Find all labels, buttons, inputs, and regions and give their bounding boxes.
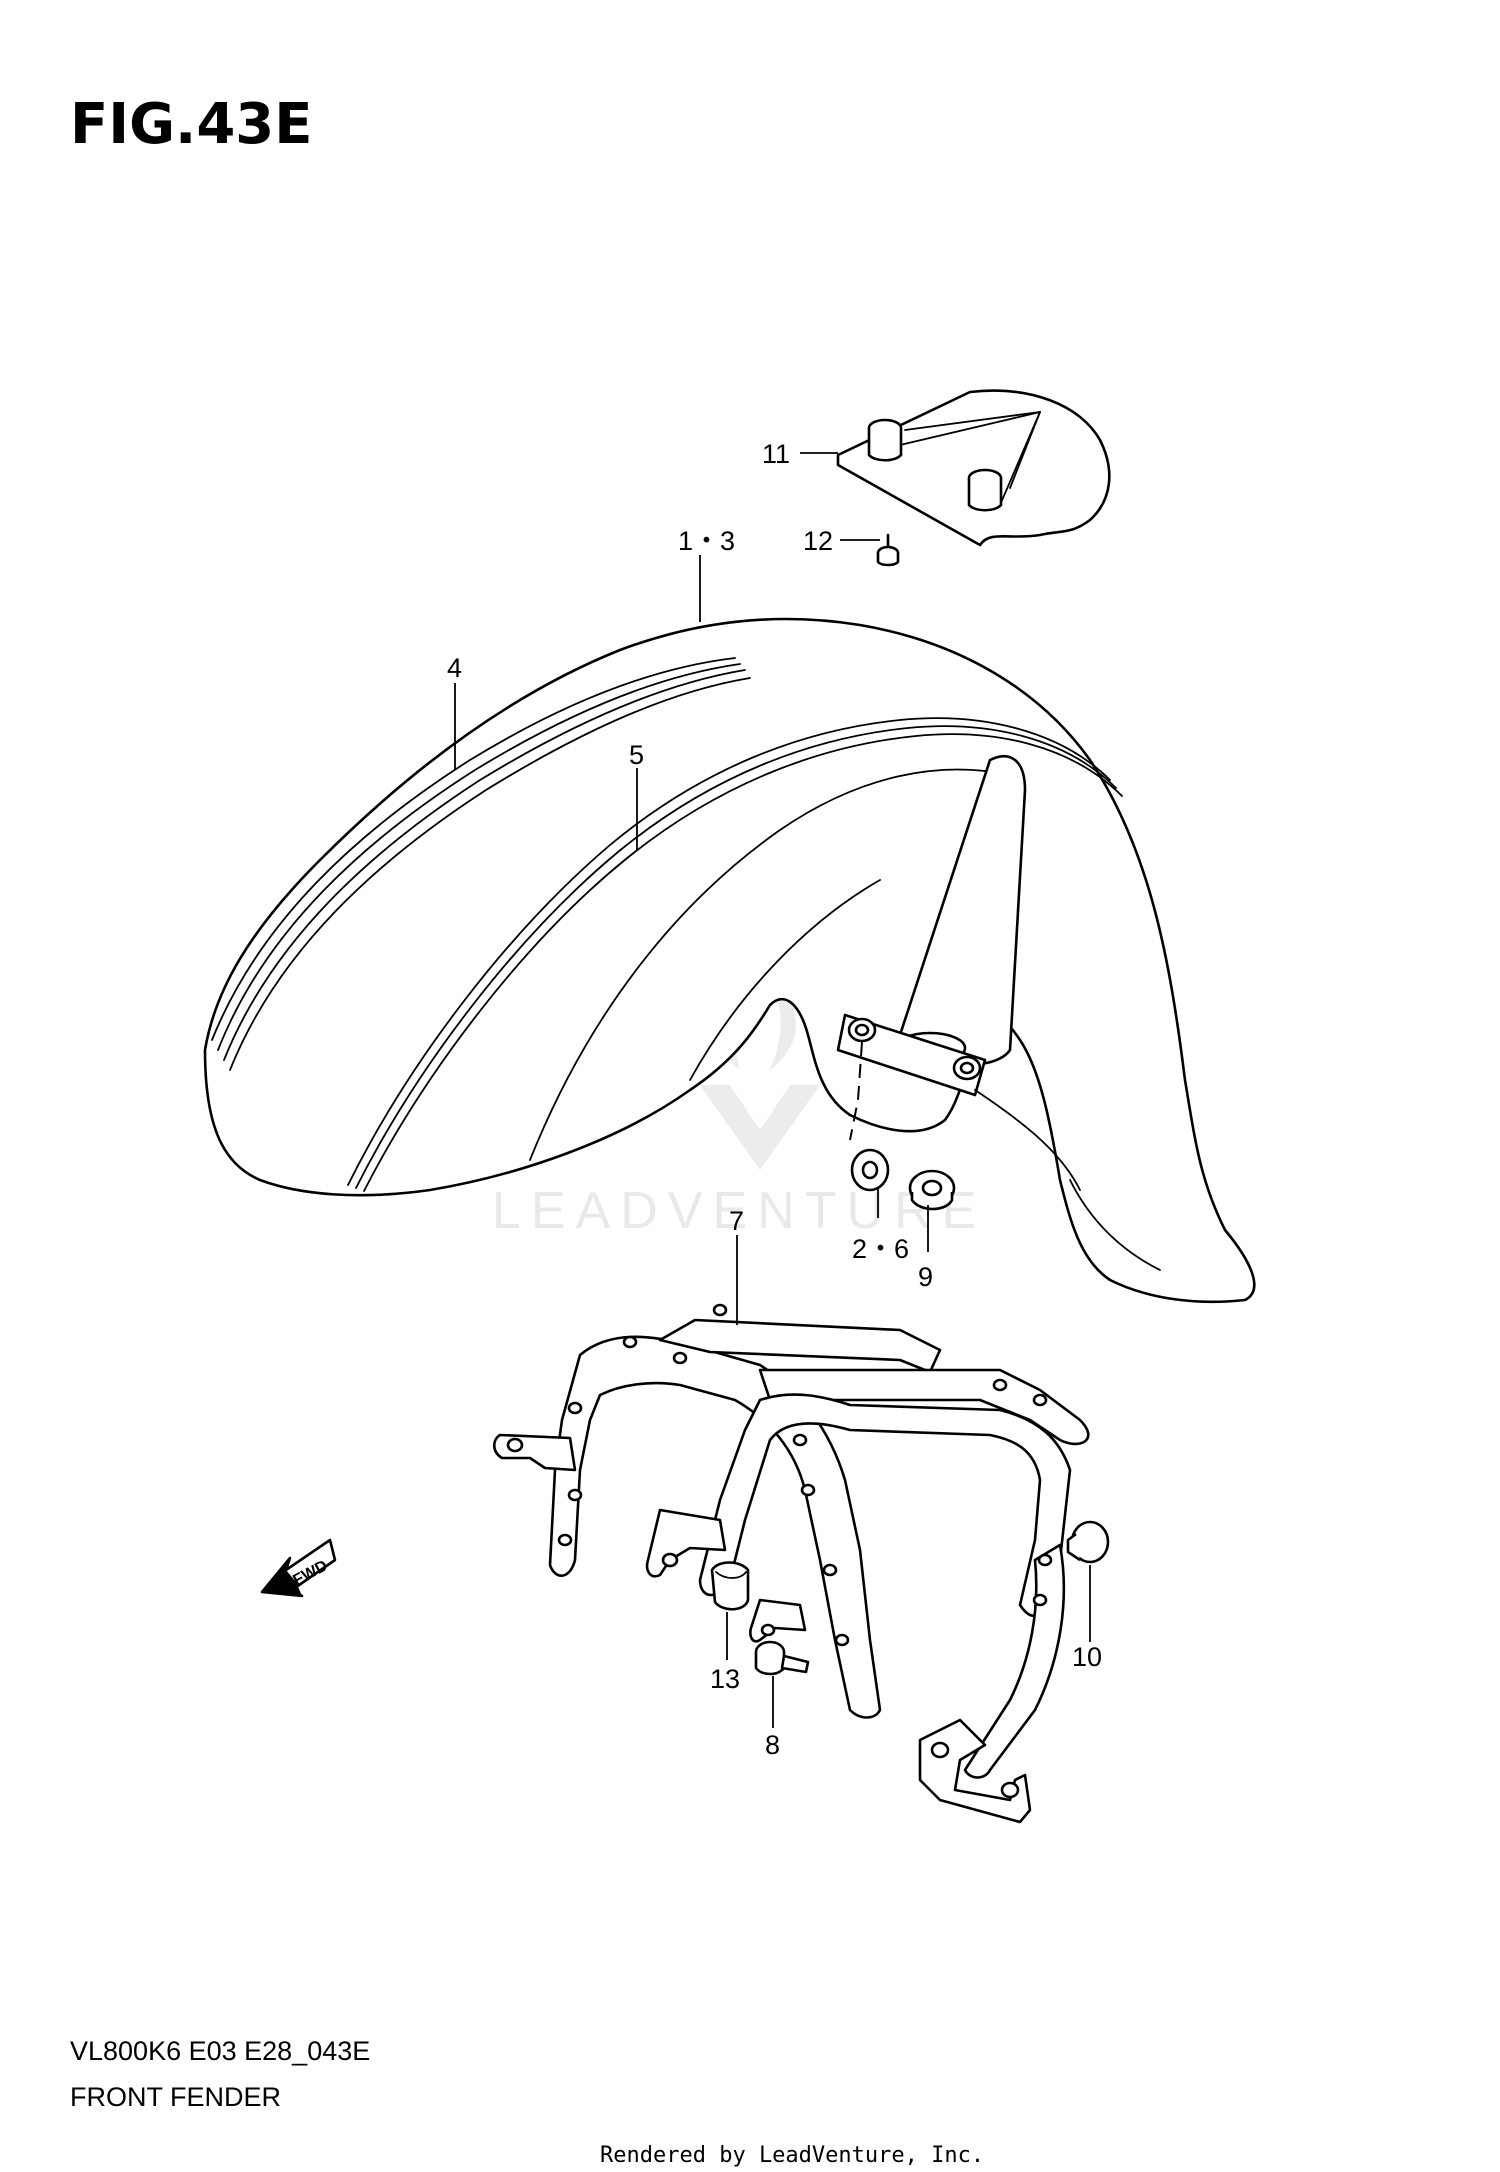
part-12-screw	[876, 533, 900, 567]
leader-lines	[454, 452, 1091, 1728]
part-7-fender-brace	[492, 1303, 1090, 1824]
callout-5: 5	[629, 740, 644, 770]
callout-1-3: 1・3	[678, 526, 735, 556]
render-credit: Rendered by LeadVenture, Inc.	[600, 2143, 984, 2168]
callout-9: 9	[918, 1262, 933, 1292]
front-fender	[203, 617, 1256, 1304]
watermark-text: LEADVENTURE	[492, 1182, 986, 1240]
part-8-bolt	[754, 1640, 810, 1676]
callout-4: 4	[447, 653, 462, 683]
callout-13: 13	[710, 1664, 740, 1694]
part-13-cushion	[710, 1561, 750, 1611]
callout-2-6: 2・6	[852, 1234, 909, 1264]
callout-12: 12	[803, 526, 833, 556]
callout-10: 10	[1072, 1642, 1102, 1672]
part-2-6-washer	[850, 1148, 890, 1192]
callout-7: 7	[729, 1206, 744, 1236]
part-10-grommet	[1066, 1520, 1110, 1564]
diagram-caption: FRONT FENDER	[70, 2082, 281, 2112]
part-9-grommet	[908, 1169, 956, 1211]
part-11-fender-panel	[836, 389, 1111, 547]
callout-8: 8	[765, 1730, 780, 1760]
model-code: VL800K6 E03 E28_043E	[70, 2036, 370, 2066]
fwd-direction-arrow: FWD	[260, 1538, 337, 1598]
callout-11: 11	[762, 439, 790, 469]
callout-labels: 11 12 1・3 4 5 2・6 9 7 8 10 13	[447, 439, 1102, 1760]
figure-title: FIG.43E	[70, 92, 313, 157]
